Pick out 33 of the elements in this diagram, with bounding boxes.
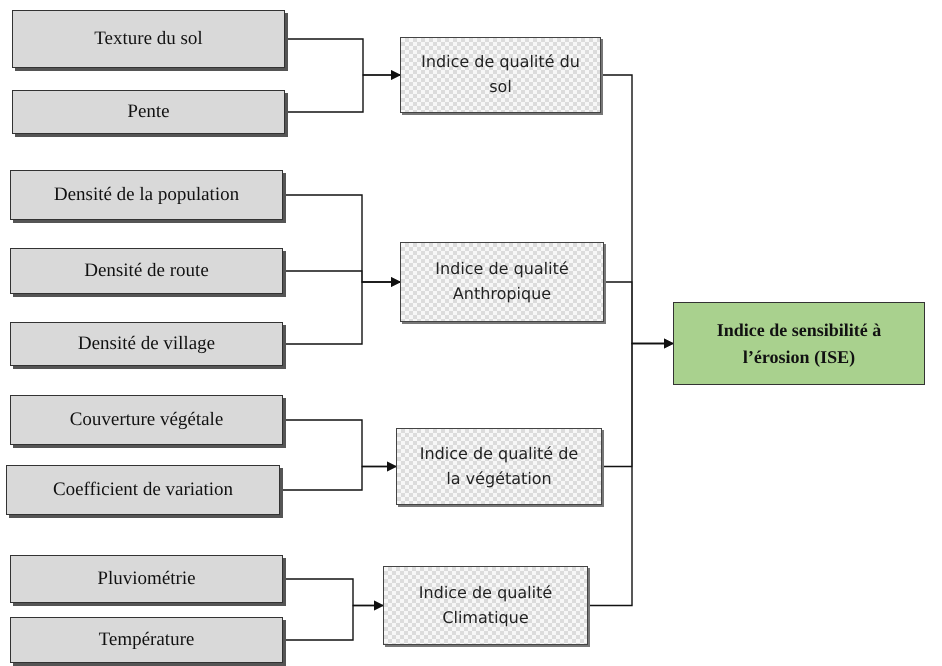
factor-box: [10, 322, 283, 366]
node-label: Texture du sol: [94, 28, 203, 50]
factor-box: [10, 617, 283, 663]
node-label: Indice de qualité Climatique: [418, 582, 554, 628]
node-label: Indice de qualité du sol: [420, 51, 581, 98]
node-label: Indice de sensibilité à l’érosion (ISE): [716, 318, 882, 369]
connector-arrow: [588, 338, 674, 606]
node-label: Couverture végétale: [70, 409, 224, 431]
node-label: Indice de qualité Anthropique: [434, 258, 570, 305]
node-label: Densité de route: [84, 260, 209, 282]
factor-box: [6, 465, 280, 515]
node-label: Indice de qualité de la végétation: [418, 442, 580, 490]
connector-arrow: [285, 70, 401, 113]
node-label: Densité de village: [78, 333, 216, 355]
factor-box: [12, 10, 285, 68]
result-box: [673, 302, 925, 385]
index-box: [400, 37, 601, 113]
connector-arrow: [283, 600, 384, 641]
connector-arrow: [283, 277, 401, 345]
factor-box: [10, 555, 283, 603]
node-label: Densité de la population: [54, 184, 240, 206]
index-box: [396, 428, 602, 505]
connector-arrow: [280, 462, 397, 491]
factor-box: [10, 395, 283, 445]
node-label: Pente: [127, 101, 170, 123]
factor-box: [10, 248, 283, 294]
node-label: Coefficient de variation: [52, 479, 234, 501]
index-box: [400, 242, 604, 322]
index-box: [383, 566, 588, 645]
node-label: Température: [98, 629, 194, 651]
node-label: Pluviométrie: [97, 568, 196, 590]
factor-box: [10, 170, 283, 220]
factor-box: [12, 90, 285, 134]
